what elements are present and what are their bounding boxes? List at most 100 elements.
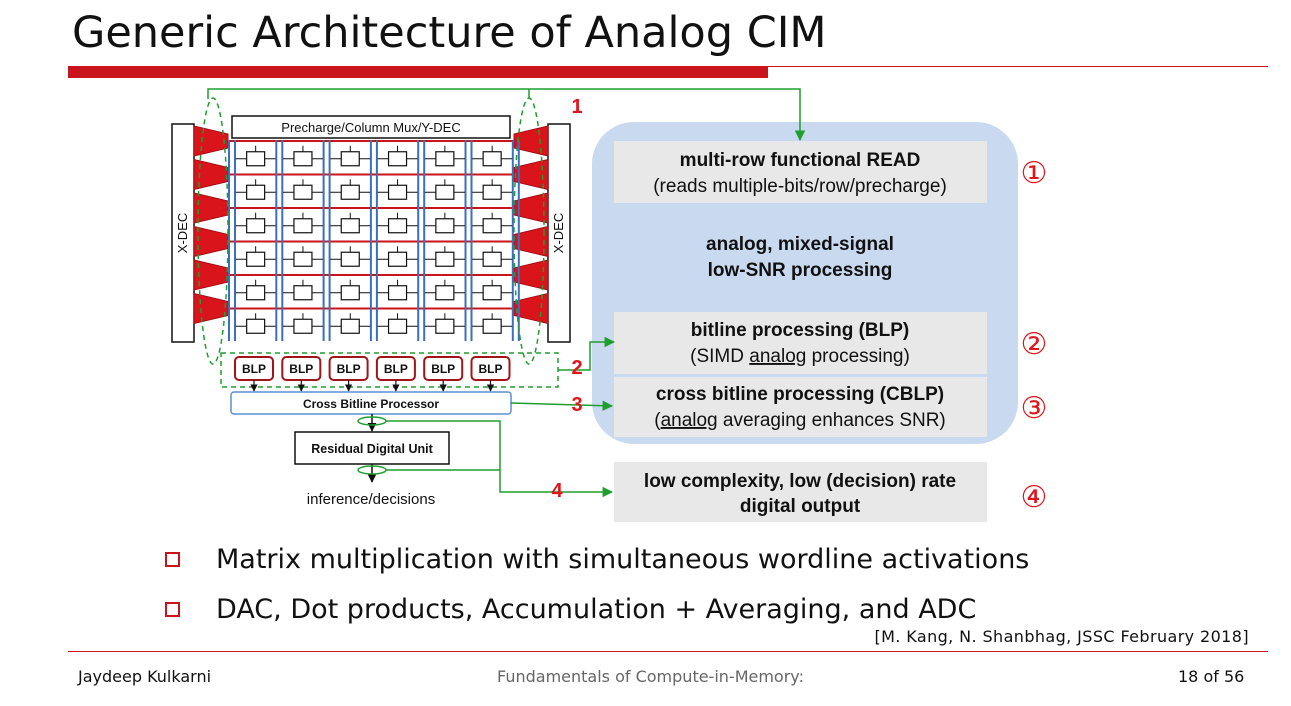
wordline-driver-right	[513, 192, 549, 224]
arrow-number-3: 3	[571, 394, 582, 416]
footer-divider	[68, 651, 1268, 652]
bullet-text: DAC, Dot products, Accumulation + Averag…	[216, 593, 977, 625]
blp-label: BLP	[431, 362, 455, 376]
bitcell	[340, 285, 360, 301]
block-blp-line2: (SIMD analog processing)	[690, 346, 910, 367]
arrow-2-path	[558, 336, 616, 371]
block-blp-bg	[614, 312, 987, 374]
arrow-3-path	[510, 400, 614, 411]
circled-number-2: ②	[1021, 327, 1048, 362]
bullet-item: DAC, Dot products, Accumulation + Averag…	[165, 584, 1029, 634]
block-blp-line1: bitline processing (BLP)	[691, 320, 910, 341]
citation: [M. Kang, N. Shanbhag, JSSC February 201…	[874, 627, 1249, 646]
bitcell	[435, 184, 455, 200]
bitcell	[246, 285, 266, 301]
slide-title: Generic Architecture of Analog CIM	[72, 8, 827, 58]
bitcell	[340, 251, 360, 267]
bitcell	[293, 318, 313, 334]
block-read-bg	[614, 141, 987, 203]
wordline-driver-left	[193, 192, 229, 224]
bullet-text: Matrix multiplication with simultaneous …	[216, 543, 1030, 575]
bitcell	[293, 285, 313, 301]
bitcell	[435, 318, 455, 334]
bitcell	[435, 218, 455, 234]
block-read-line2: (reads multiple-bits/row/precharge)	[653, 176, 947, 197]
blp-label: BLP	[479, 362, 503, 376]
bitcell	[387, 151, 408, 167]
bitcell	[246, 218, 266, 234]
xdec-left-label: X-DEC	[175, 213, 190, 253]
bullet-list: Matrix multiplication with simultaneous …	[165, 534, 1029, 634]
dashed-ellipse-left	[197, 97, 229, 365]
bitcell	[340, 318, 360, 334]
memory-array	[228, 140, 520, 341]
wordline-driver-right	[513, 259, 549, 291]
block-analog-line2: low-SNR processing	[708, 260, 893, 281]
title-underline-bar	[68, 66, 768, 78]
bitcell	[482, 184, 502, 200]
circled-number-3: ③	[1021, 391, 1048, 426]
bitcell	[246, 251, 266, 267]
block-read-line1: multi-row functional READ	[680, 150, 921, 171]
bitcell	[340, 184, 360, 200]
wordline-driver-right	[513, 292, 549, 325]
xdec-right-label: X-DEC	[551, 213, 566, 253]
output-label: inference/decisions	[307, 491, 435, 508]
bitcell	[387, 218, 408, 234]
bullet-item: Matrix multiplication with simultaneous …	[165, 534, 1029, 584]
blp-label: BLP	[242, 362, 266, 376]
arrow-1-path	[207, 88, 806, 142]
bitcell	[435, 251, 455, 267]
arrow-number-2: 2	[571, 357, 582, 379]
blp-label: BLP	[384, 362, 408, 376]
bitcell	[387, 285, 408, 301]
bitcell	[482, 318, 502, 334]
block-cblp-line1: cross bitline processing (CBLP)	[656, 384, 944, 405]
blp-row: BLP BLP BLP BLP BLP BLP	[234, 356, 511, 392]
block-cblp-line2: (analog averaging enhances SNR)	[654, 410, 946, 431]
block-digital-line2: digital output	[740, 496, 861, 517]
circled-number-1: ①	[1021, 156, 1048, 191]
bitcell	[387, 184, 408, 200]
arrow-number-1: 1	[571, 96, 582, 118]
bitcell	[482, 285, 502, 301]
footer-title: Fundamentals of Compute-in-Memory:	[497, 667, 804, 686]
arrow-4-path	[386, 420, 614, 498]
bitcell	[246, 184, 266, 200]
blp-label: BLP	[337, 362, 361, 376]
precharge-mux-ydec-label: Precharge/Column Mux/Y-DEC	[281, 120, 460, 135]
bitcell	[293, 251, 313, 267]
block-cblp-bg	[614, 377, 987, 437]
bitcell	[293, 218, 313, 234]
wordline-drivers	[193, 125, 549, 325]
bitcell	[340, 218, 360, 234]
bitcell	[246, 318, 266, 334]
bitcell	[246, 151, 266, 167]
cross-bitline-processor-label: Cross Bitline Processor	[303, 397, 439, 411]
precharge-mux-ydec-block	[231, 115, 511, 139]
wordline-driver-right	[513, 158, 549, 191]
bitcell	[293, 184, 313, 200]
bullet-square-icon	[165, 551, 180, 567]
wordline-driver-left	[193, 225, 229, 258]
block-digital-line1: low complexity, low (decision) rate	[644, 471, 956, 492]
bitcell	[482, 251, 502, 267]
bitcell	[435, 285, 455, 301]
block-digital-bg	[614, 462, 987, 522]
footer-author: Jaydeep Kulkarni	[78, 667, 212, 686]
footer-page-number: 18 of 56	[1178, 667, 1245, 686]
title-underline-thin	[768, 66, 1268, 67]
bitcell	[293, 151, 313, 167]
circled-number-4: ④	[1021, 480, 1048, 515]
arrow-number-4: 4	[551, 480, 563, 502]
residual-digital-unit-label: Residual Digital Unit	[311, 442, 433, 456]
bitcell	[482, 151, 502, 167]
bitcell	[387, 318, 408, 334]
blp-label: BLP	[289, 362, 313, 376]
bullet-square-icon	[165, 601, 180, 617]
bitcell	[340, 151, 360, 167]
bitcell	[387, 251, 408, 267]
bitcell	[435, 151, 455, 167]
wordline-driver-left	[193, 292, 229, 325]
